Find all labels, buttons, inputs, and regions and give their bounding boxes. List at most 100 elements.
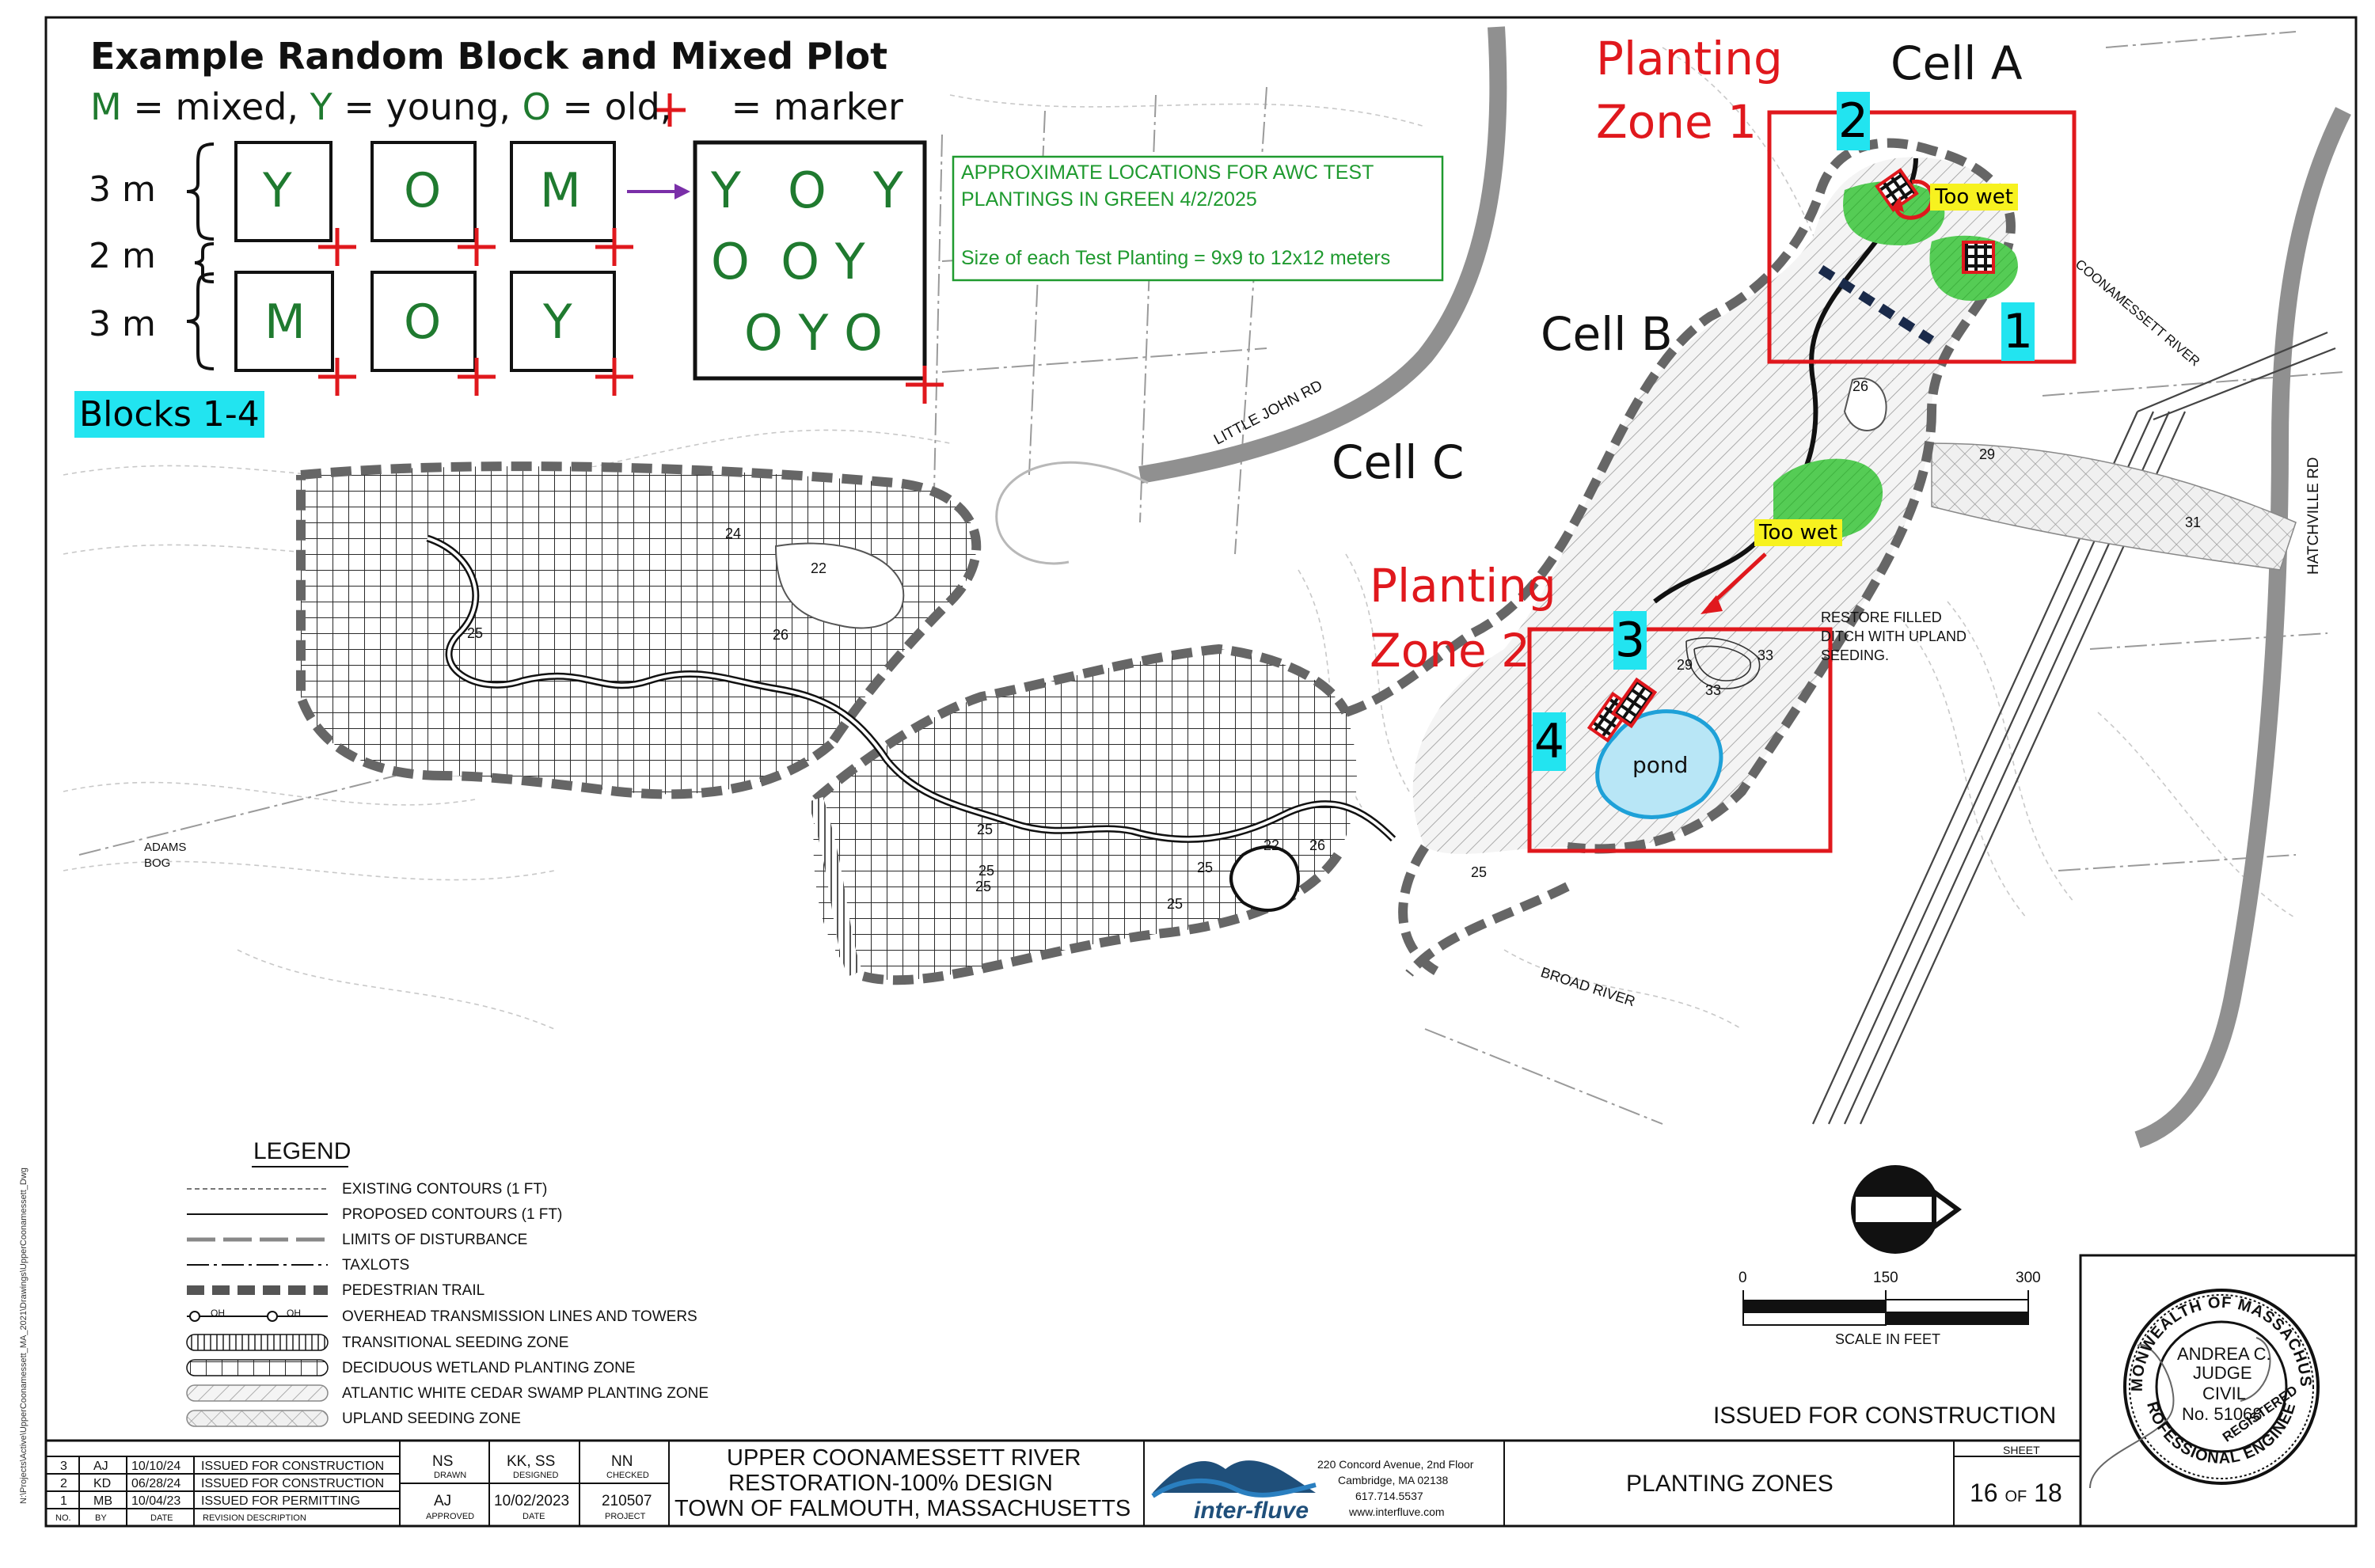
project-title-2: RESTORATION-100% DESIGN bbox=[728, 1471, 1053, 1496]
scale-tick-0: 0 bbox=[1738, 1270, 1747, 1286]
scale-tick-150: 150 bbox=[1873, 1270, 1898, 1286]
awc-note-line-2: PLANTINGS IN GREEN 4/2/2025 bbox=[961, 188, 1257, 211]
rotation-arrow-icon bbox=[1894, 180, 1935, 220]
contour-label: 29 bbox=[1979, 446, 1996, 462]
key-young-letter: Y bbox=[310, 85, 332, 128]
restore-note-3: SEEDING. bbox=[1821, 647, 1890, 663]
margin-file-path: N:\Projects\Active\UpperCoonamessett_MA_… bbox=[19, 1167, 28, 1504]
rotation-arrowhead-icon bbox=[1892, 196, 1904, 212]
seal-number: No. 51068 bbox=[2182, 1404, 2263, 1424]
contour-label: 26 bbox=[1852, 378, 1869, 394]
planting-zone-2-line-1: Planting bbox=[1370, 559, 1556, 613]
sheet-border bbox=[44, 16, 2358, 1528]
test-planting-area-2 bbox=[1843, 181, 1945, 245]
legend-item: PROPOSED CONTOURS (1 FT) bbox=[342, 1206, 563, 1223]
legend-item: OVERHEAD TRANSMISSION LINES AND TOWERS bbox=[342, 1308, 697, 1325]
planting-zone-2-box bbox=[1527, 627, 1833, 853]
scale-bar bbox=[1742, 1290, 2029, 1326]
deciduous-wetland-zone-central bbox=[813, 649, 1357, 981]
designed-value: KK, SS bbox=[507, 1453, 556, 1470]
contour-label: 31 bbox=[2185, 514, 2202, 530]
block-letter: Y bbox=[263, 163, 292, 218]
block-letter: Y bbox=[543, 294, 572, 350]
block-letter: M bbox=[264, 294, 306, 350]
dim-3m-bottom: 3 m bbox=[89, 304, 156, 344]
key-old-text: = old, bbox=[550, 85, 684, 128]
plot-marker-3 bbox=[1610, 677, 1658, 729]
interfluve-logo-icon bbox=[1151, 1460, 1317, 1498]
checked-value: NN bbox=[611, 1453, 633, 1470]
contour-label: 22 bbox=[1264, 837, 1280, 853]
stream-channel-center bbox=[427, 537, 1395, 841]
rev-date: 10/10/24 bbox=[131, 1460, 181, 1473]
mixed-plot-row-3: O Y O bbox=[744, 304, 883, 362]
rev-by: KD bbox=[93, 1477, 112, 1490]
legend-item: UPLAND SEEDING ZONE bbox=[342, 1410, 521, 1427]
firm-address-4: www.interfluve.com bbox=[1349, 1505, 1445, 1518]
firm-address-2: Cambridge, MA 02138 bbox=[1338, 1474, 1449, 1486]
firm-address-3: 617.714.5537 bbox=[1355, 1490, 1423, 1502]
date-label: DATE bbox=[522, 1512, 545, 1521]
plot-marker-1 bbox=[1962, 241, 1995, 274]
upland-seeding-zone bbox=[1931, 442, 2297, 571]
key-young-text: = young, bbox=[332, 85, 522, 128]
sheet-label: SHEET bbox=[2003, 1444, 2040, 1456]
contour-label: 25 bbox=[975, 879, 992, 894]
pond-shape bbox=[1595, 709, 1723, 819]
awc-note-line-1: APPROXIMATE LOCATIONS FOR AWC TEST bbox=[961, 161, 1374, 184]
rev-date: 10/04/23 bbox=[131, 1494, 181, 1508]
cell-c-label: Cell C bbox=[1332, 435, 1465, 489]
contour-label: 25 bbox=[1471, 864, 1488, 880]
checked-label: CHECKED bbox=[606, 1471, 649, 1480]
contour-label: 25 bbox=[1197, 860, 1214, 875]
project-title-3: TOWN OF FALMOUTH, MASSACHUSETTS bbox=[674, 1496, 1131, 1521]
legend-item: PEDESTRIAN TRAIL bbox=[342, 1282, 485, 1299]
legend-item: TRANSITIONAL SEEDING ZONE bbox=[342, 1335, 569, 1351]
upland-contours bbox=[1685, 637, 1761, 689]
legend-item: ATLANTIC WHITE CEDAR SWAMP PLANTING ZONE bbox=[342, 1385, 709, 1402]
contour-label: 25 bbox=[1167, 896, 1184, 912]
project-title-1: UPPER COONAMESSETT RIVER bbox=[727, 1445, 1081, 1471]
rev-header-no: NO. bbox=[55, 1513, 71, 1523]
transitional-seeding-band bbox=[808, 796, 863, 977]
contour-label: 24 bbox=[725, 526, 742, 541]
contour-label: 26 bbox=[1309, 837, 1326, 853]
date-value: 10/02/2023 bbox=[494, 1493, 570, 1509]
block-letter: M bbox=[540, 163, 581, 218]
contour-label: 26 bbox=[773, 627, 789, 643]
scale-label: SCALE IN FEET bbox=[1835, 1331, 1941, 1347]
adams-bog-label-2: BOG bbox=[144, 856, 171, 870]
awc-note-box bbox=[952, 155, 1444, 282]
block-letter: O bbox=[404, 294, 442, 350]
project-value: 210507 bbox=[602, 1493, 652, 1509]
firm-address-1: 220 Concord Avenue, 2nd Floor bbox=[1317, 1458, 1474, 1471]
cell-b-label: Cell B bbox=[1541, 307, 1673, 361]
hatchville-rd-label: HATCHVILLE RD bbox=[2305, 457, 2322, 575]
existing-pond-central bbox=[1229, 845, 1301, 912]
block-letter: O bbox=[404, 163, 442, 218]
rev-no: 3 bbox=[60, 1460, 67, 1473]
hatchville-road bbox=[2134, 107, 2351, 1148]
sheet-total: 18 bbox=[2034, 1479, 2062, 1507]
mixed-plot-row-1: Y O Y bbox=[711, 161, 903, 219]
pond-label: pond bbox=[1632, 752, 1689, 778]
plot-badge-3: 3 bbox=[1613, 611, 1647, 670]
planting-zone-1-line-1: Planting bbox=[1596, 32, 1783, 85]
legend-oh-mark: OH bbox=[287, 1308, 301, 1319]
contour-label: 25 bbox=[978, 863, 995, 879]
plot-badge-4: 4 bbox=[1533, 712, 1566, 771]
rev-by: AJ bbox=[93, 1460, 108, 1473]
contour-label: 22 bbox=[811, 560, 827, 576]
awc-note-line-3: Size of each Test Planting = 9x9 to 12x1… bbox=[961, 247, 1391, 269]
planting-zone-1-line-2: Zone 1 bbox=[1596, 95, 1757, 149]
cell-a-label: Cell A bbox=[1890, 36, 2023, 90]
dim-3m-top: 3 m bbox=[89, 169, 156, 210]
example-key: M = mixed, Y = young, O = old, = marker bbox=[90, 85, 903, 128]
plot-badge-2: 2 bbox=[1837, 92, 1870, 150]
dim-2m: 2 m bbox=[89, 236, 156, 276]
project-label: PROJECT bbox=[605, 1512, 646, 1521]
title-block-grid bbox=[46, 1254, 2358, 1528]
rev-desc: ISSUED FOR CONSTRUCTION bbox=[201, 1460, 385, 1473]
